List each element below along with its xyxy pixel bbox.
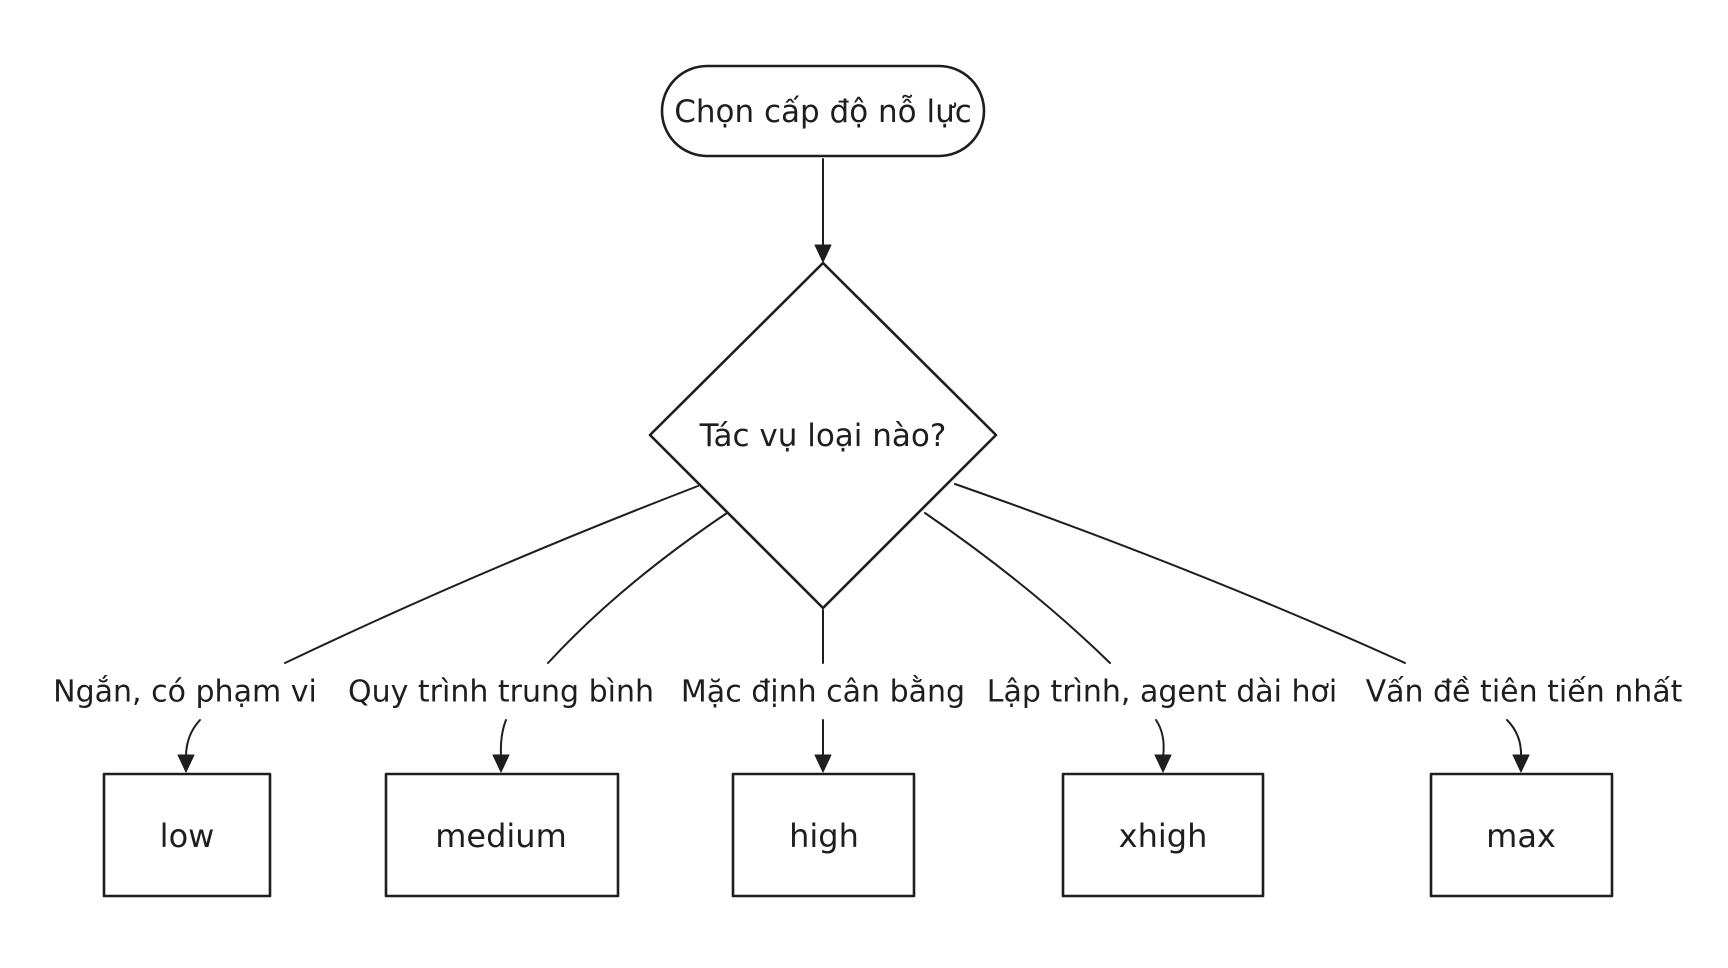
decision-node: Tác vụ loại nào? — [648, 261, 998, 610]
edge-start-to-decision-arrowhead — [814, 244, 832, 263]
branch-low: Ngắn, có phạm vi low — [53, 675, 317, 898]
branch-arrowhead — [177, 754, 195, 773]
edge-start-to-decision — [814, 158, 832, 263]
result-node-shape — [1061, 772, 1265, 898]
branch-connector-3 — [924, 512, 1111, 664]
result-node-label: medium — [435, 817, 567, 855]
branch-xhigh: Lập trình, agent dài hơi xhigh — [987, 675, 1337, 898]
result-node-shape — [102, 772, 272, 898]
branch-condition-label: Vấn đề tiên tiến nhất — [1366, 675, 1683, 710]
branch-condition-label: Quy trình trung bình — [348, 675, 654, 710]
branch-arrow-line — [1155, 719, 1165, 758]
result-node-label: low — [160, 817, 215, 855]
decision-node-label: Tác vụ loại nào? — [699, 418, 947, 454]
branch-connector-1 — [547, 512, 728, 664]
result-node-shape — [384, 772, 620, 898]
branch-condition-label: Lập trình, agent dài hơi — [987, 675, 1337, 710]
branch-arrow-line — [1506, 719, 1523, 758]
start-node: Chọn cấp độ nỗ lực — [660, 64, 986, 158]
branch-arrowhead — [492, 754, 510, 773]
start-node-label: Chọn cấp độ nỗ lực — [674, 94, 972, 130]
branch-max: Vấn đề tiên tiến nhất max — [1366, 675, 1683, 898]
branch-medium: Quy trình trung bình medium — [348, 675, 654, 898]
decision-node-shape — [648, 261, 998, 610]
branch-arrowhead — [1154, 754, 1172, 773]
branch-condition-label: Ngắn, có phạm vi — [53, 675, 317, 710]
branch-arrowhead — [814, 754, 832, 773]
result-node-label: xhigh — [1119, 817, 1208, 855]
branch-connector-4 — [954, 483, 1406, 664]
branch-arrowhead — [1512, 754, 1530, 773]
result-node-label: max — [1486, 817, 1556, 855]
result-node-label: high — [789, 817, 859, 855]
branch-connector-0 — [284, 485, 699, 664]
start-node-shape — [660, 64, 986, 158]
branch-arrow-line — [499, 719, 507, 758]
branch-connectors — [284, 483, 1406, 664]
branch-arrow-line — [185, 719, 201, 758]
branch-condition-label: Mặc định cân bằng — [681, 675, 965, 710]
branch-high: Mặc định cân bằng high — [681, 675, 965, 898]
result-node-shape — [1429, 772, 1614, 898]
result-node-shape — [731, 772, 916, 898]
